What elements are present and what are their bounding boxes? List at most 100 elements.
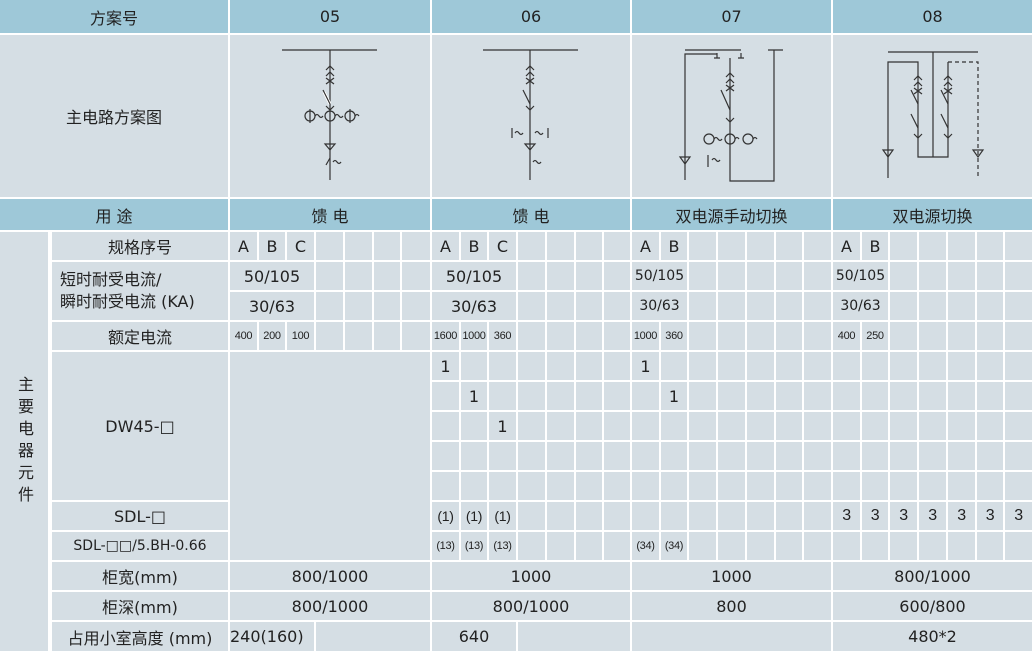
cell-06-dw3: [432, 412, 459, 440]
cell-07-dw1: 1: [632, 352, 659, 380]
diagram-row-label: 主电路方案图: [0, 35, 228, 197]
cell-08-dw5: [890, 472, 917, 500]
cell-06-dw3: [604, 412, 630, 440]
cell-07-dw3: [804, 412, 831, 440]
cell-06-dw1: [461, 352, 487, 380]
cell-08-spec: B: [862, 232, 888, 260]
cell-06-rated: 1600: [432, 322, 459, 350]
cell-08-short: [948, 262, 975, 290]
cell-07-sdl2: [747, 532, 774, 560]
cell-05-rated: 100: [287, 322, 314, 350]
cell-08-sdl: 3: [1005, 502, 1032, 530]
cell-05-rated: [316, 322, 343, 350]
cell-06-dw5: [432, 472, 459, 500]
cell-08-depth: 600/800: [833, 592, 1032, 620]
cell-08-sdl: 3: [948, 502, 975, 530]
row-label-rated: 额定电流: [52, 322, 228, 350]
cell-07-spec: B: [661, 232, 687, 260]
cell-07-spec: [718, 232, 745, 260]
cell-07-short: [689, 262, 716, 290]
cell-08-instant: [1005, 292, 1032, 320]
cell-05-occupy: [316, 622, 430, 651]
cell-05-instant: [402, 292, 430, 320]
usage-label: 用 途: [0, 199, 228, 230]
header-scheme-label: 方案号: [0, 0, 228, 33]
cell-07-dw5: [661, 472, 687, 500]
cell-06-dw2: [604, 382, 630, 410]
cell-07-rated: [718, 322, 745, 350]
cell-06-dw2: [547, 382, 574, 410]
cell-06-spec: [518, 232, 545, 260]
cell-06-rated: [518, 322, 545, 350]
usage-05: 馈 电: [230, 199, 430, 230]
cell-05-spec: C: [287, 232, 314, 260]
cell-08-rated: 400: [833, 322, 860, 350]
cell-08-dw1: [948, 352, 975, 380]
diagram-05-lines: [282, 49, 377, 180]
cell-06-dw3: [461, 412, 487, 440]
cell-06-dw4: [576, 442, 602, 470]
cell-08-dw4: [948, 442, 975, 470]
cell-06-short: [518, 262, 545, 290]
cell-07-dw3: [632, 412, 659, 440]
cell-08-dw4: [1005, 442, 1032, 470]
cell-05-rated: [345, 322, 372, 350]
cell-07-sdl: [661, 502, 687, 530]
cell-06-sdl2: (13): [432, 532, 459, 560]
cell-07-short: 50/105: [632, 262, 687, 290]
cell-06-spec: C: [489, 232, 516, 260]
cell-07-dw1: [661, 352, 687, 380]
cell-06-short: [576, 262, 602, 290]
row-label-instant: 瞬时耐受电流 (KA): [60, 292, 195, 311]
cell-08-dw3: [919, 412, 946, 440]
cell-07-dw1: [804, 352, 831, 380]
cell-07-dw4: [718, 442, 745, 470]
cell-05-spec: [345, 232, 372, 260]
cell-07-dw4: [776, 442, 802, 470]
cell-08-dw3: [977, 412, 1003, 440]
cell-05-occupy: 240(160): [230, 622, 314, 651]
cell-08-dw2: [948, 382, 975, 410]
cell-07-dw4: [689, 442, 716, 470]
cell-06-sdl: (1): [461, 502, 487, 530]
cell-06-spec: [547, 232, 574, 260]
cell-05-rated: 200: [259, 322, 285, 350]
circuit-diagrams-svg: [282, 49, 985, 182]
cell-05-instant: [374, 292, 400, 320]
cell-07-rated: [776, 322, 802, 350]
cell-06-rated: [576, 322, 602, 350]
cell-07-dw3: [747, 412, 774, 440]
cell-08-instant: [919, 292, 946, 320]
cell-08-dw1: [833, 352, 860, 380]
cell-05-short: [402, 262, 430, 290]
cell-07-dw3: [776, 412, 802, 440]
diagram-07-lines: [678, 49, 783, 182]
cell-07-rated: [689, 322, 716, 350]
cell-07-rated: [804, 322, 831, 350]
header-scheme-06: 06: [432, 0, 630, 33]
cell-05-short: 50/105: [230, 262, 314, 290]
cell-06-dw2: 1: [461, 382, 487, 410]
cell-06-sdl: (1): [489, 502, 516, 530]
cell-07-rated: [747, 322, 774, 350]
cell-06-spec: A: [432, 232, 459, 260]
cell-08-occupy: 480*2: [833, 622, 1032, 651]
cell-07-dw4: [661, 442, 687, 470]
cell-08-spec: [919, 232, 946, 260]
cell-06-dw3: [547, 412, 574, 440]
cell-07-spec: [689, 232, 716, 260]
cell-07-dw5: [804, 472, 831, 500]
cell-08-dw5: [862, 472, 888, 500]
cell-08-dw3: [833, 412, 860, 440]
cell-07-dw2: [776, 382, 802, 410]
cell-06-dw4: [461, 442, 487, 470]
cell-08-dw4: [977, 442, 1003, 470]
cell-06-dw4: [432, 442, 459, 470]
cell-08-sdl: 3: [890, 502, 917, 530]
cell-06-sdl2: [547, 532, 574, 560]
cell-08-rated: [1005, 322, 1032, 350]
cell-07-dw2: [747, 382, 774, 410]
cell-08-dw5: [948, 472, 975, 500]
cell-07-dw5: [776, 472, 802, 500]
cell-06-rated: [604, 322, 630, 350]
